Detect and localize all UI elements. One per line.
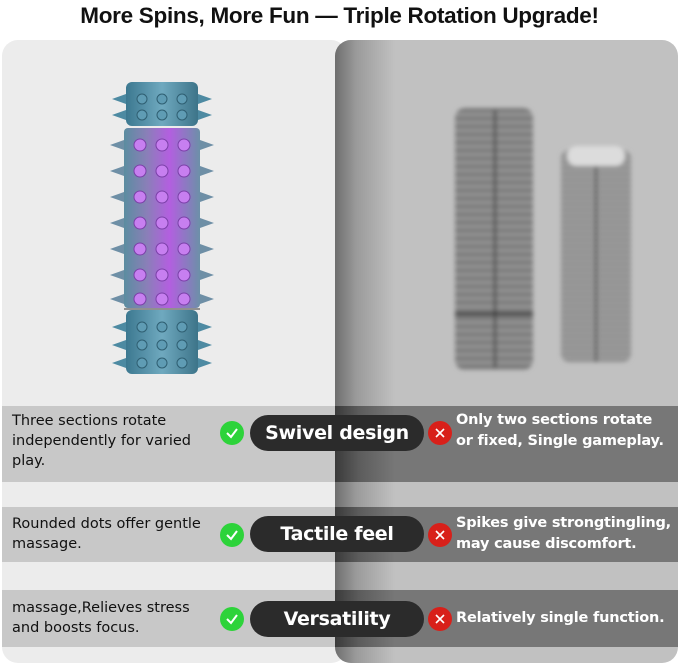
- text-line: independently for varied: [12, 433, 192, 449]
- headline: More Spins, More Fun — Triple Rotation U…: [80, 3, 599, 28]
- text-line: Relatively single function.: [456, 610, 665, 626]
- row-1-ours-text: Three sections rotate independently for …: [12, 411, 191, 471]
- our-product-panel: [2, 40, 347, 663]
- cross-icon: [428, 607, 452, 631]
- row-2-ours-text: Rounded dots offer gentle massage.: [12, 514, 201, 554]
- cross-icon: [428, 523, 452, 547]
- row-3-ours-text: massage,Relieves stress and boosts focus…: [12, 598, 190, 638]
- feature-pill-tactile-feel: Tactile feel: [250, 516, 424, 552]
- competitor-panel: [335, 40, 678, 663]
- row-2-theirs-text: Spikes give strongtingling, may cause di…: [456, 513, 671, 555]
- check-icon: [220, 421, 244, 445]
- cross-icon: [428, 421, 452, 445]
- text-line: Spikes give strongtingling,: [456, 515, 671, 531]
- text-line: or fixed, Single gameplay.: [456, 433, 664, 449]
- feature-pill-swivel-design: Swivel design: [250, 415, 424, 451]
- text-line: play.: [12, 453, 46, 469]
- feature-pill-versatility: Versatility: [250, 601, 424, 637]
- text-line: Only two sections rotate: [456, 412, 653, 428]
- row-3-theirs-text: Relatively single function.: [456, 608, 665, 629]
- text-line: massage.: [12, 536, 82, 552]
- text-line: and boosts focus.: [12, 620, 140, 636]
- check-icon: [220, 523, 244, 547]
- text-line: may cause discomfort.: [456, 536, 637, 552]
- text-line: Rounded dots offer gentle: [12, 516, 201, 532]
- product-image-roller: [110, 82, 214, 374]
- check-icon: [220, 607, 244, 631]
- text-line: Three sections rotate: [12, 413, 167, 429]
- text-line: massage,Relieves stress: [12, 600, 190, 616]
- row-1-theirs-text: Only two sections rotate or fixed, Singl…: [456, 410, 664, 452]
- competitor-product-image: [455, 108, 631, 370]
